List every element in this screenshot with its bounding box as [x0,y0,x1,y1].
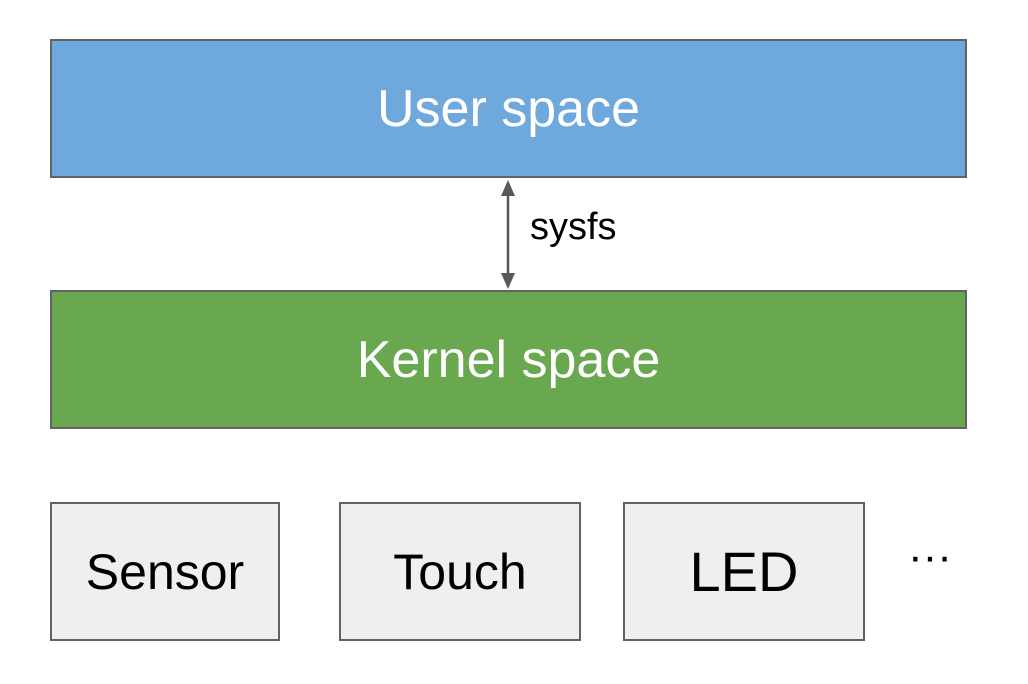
device-box-touch: Touch [339,502,581,641]
double-arrow-vertical-icon [501,180,515,289]
device-box-sensor: Sensor [50,502,280,641]
kernel-space-layer: Kernel space [50,290,967,429]
sysfs-label: sysfs [530,206,617,248]
device-label: LED [689,540,799,603]
device-label: Sensor [85,543,245,600]
more-devices-ellipsis: ··· [908,532,952,581]
device-label: Touch [393,543,527,600]
user-space-label: User space [377,79,640,138]
device-box-led: LED [623,502,865,641]
user-space-layer: User space [50,39,967,178]
kernel-space-label: Kernel space [356,330,661,389]
